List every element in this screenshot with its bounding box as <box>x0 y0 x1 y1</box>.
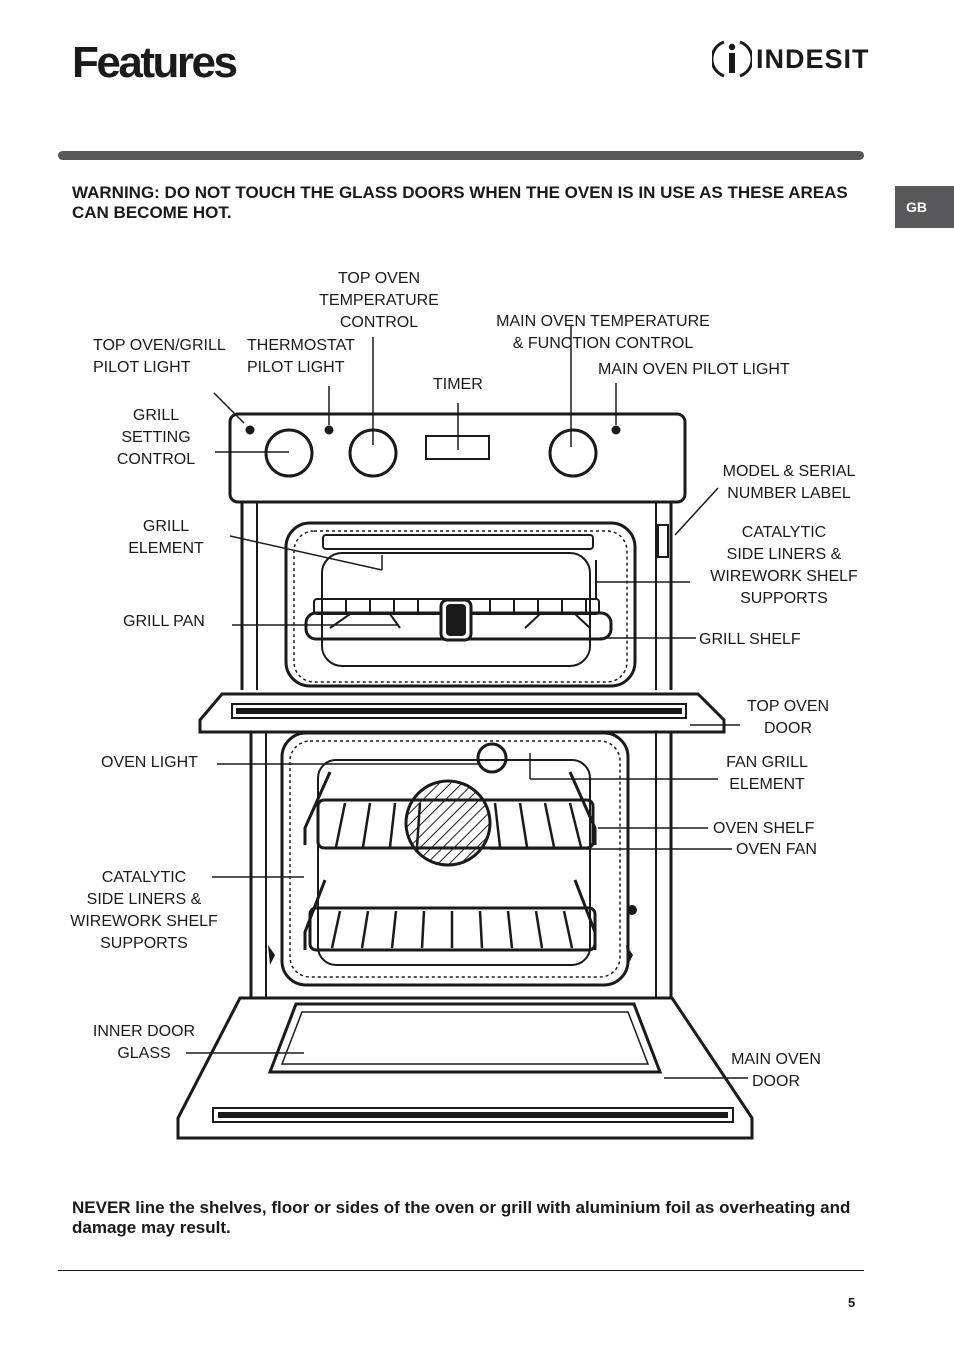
main-oven-cavity <box>268 731 637 987</box>
label-fan-grill-element: FAN GRILL ELEMENT <box>726 754 808 793</box>
grill-setting-knob <box>264 428 314 478</box>
main-oven-temp-knob <box>548 428 598 478</box>
label-grill-element: GRILL ELEMENT <box>128 518 204 557</box>
main-oven-door <box>176 996 754 1140</box>
leader-lines <box>186 325 748 1079</box>
label-top-oven-grill-pilot-light: TOP OVEN/GRILL PILOT LIGHT <box>93 337 226 376</box>
language-tab[interactable]: GB <box>895 186 954 228</box>
label-grill-setting-control: GRILL SETTING CONTROL <box>116 407 196 468</box>
oven-fan <box>404 779 492 867</box>
label-top-oven-temperature-control: TOP OVEN TEMPERATURE CONTROL <box>319 270 439 331</box>
label-oven-light: OVEN LIGHT <box>101 754 198 771</box>
page-number: 5 <box>848 1295 856 1310</box>
top-oven-pilot-light <box>245 425 255 435</box>
oven-light-bulb <box>476 742 508 774</box>
brand-name: INDESIT <box>756 44 870 74</box>
label-main-oven-pilot-light: MAIN OVEN PILOT LIGHT <box>598 361 790 378</box>
label-oven-fan: OVEN FAN <box>736 841 817 858</box>
label-timer: TIMER <box>433 376 483 393</box>
label-catalytic-main-oven: CATALYTIC SIDE LINERS & WIREWORK SHELF S… <box>70 869 218 952</box>
label-model-serial-number: MODEL & SERIAL NUMBER LABEL <box>722 463 856 502</box>
top-oven-door <box>198 692 726 734</box>
label-main-oven-temperature-control: MAIN OVEN TEMPERATURE & FUNCTION CONTROL <box>496 313 710 352</box>
label-grill-pan: GRILL PAN <box>123 613 205 630</box>
page-title: Features <box>72 38 238 87</box>
label-top-oven-door: TOP OVEN DOOR <box>746 698 830 737</box>
thermostat-pilot-light <box>324 425 334 435</box>
footer-divider <box>58 1270 864 1271</box>
foil-notice: NEVER line the shelves, floor or sides o… <box>72 1198 851 1237</box>
label-catalytic-top-oven: CATALYTIC SIDE LINERS & WIREWORK SHELF S… <box>710 524 858 607</box>
label-main-oven-door: MAIN OVEN DOOR <box>731 1051 821 1090</box>
label-thermostat-pilot-light: THERMOSTAT PILOT LIGHT <box>247 337 355 376</box>
main-oven-pilot-light <box>611 425 621 435</box>
model-serial-label-plate <box>657 524 669 558</box>
warning-text: WARNING: DO NOT TOUCH THE GLASS DOORS WH… <box>72 183 848 222</box>
label-inner-door-glass: INNER DOOR GLASS <box>92 1023 196 1062</box>
top-oven-cavity <box>284 521 637 688</box>
label-oven-shelf: OVEN SHELF <box>713 820 815 837</box>
indesit-logo: INDESIT <box>710 38 869 80</box>
label-grill-shelf: GRILL SHELF <box>699 631 801 648</box>
header-divider <box>58 151 864 160</box>
